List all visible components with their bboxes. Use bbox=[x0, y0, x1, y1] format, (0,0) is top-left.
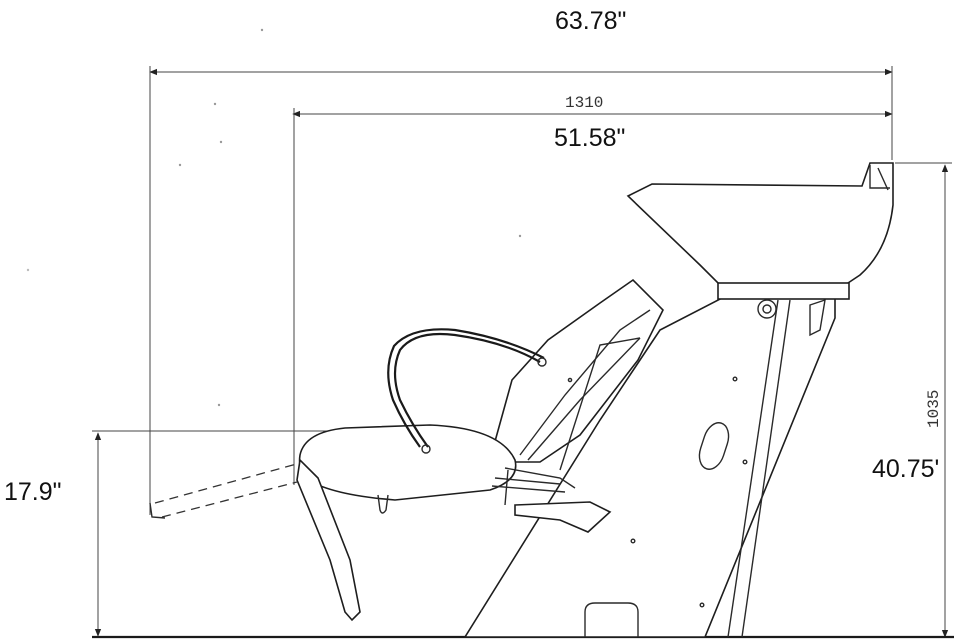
seat-hanger bbox=[377, 494, 389, 514]
seat-height-inches-label: 17.9" bbox=[4, 478, 62, 506]
base-foot-opening bbox=[584, 602, 639, 637]
bowl-pivot-knob bbox=[757, 299, 777, 319]
seat-support-bracket bbox=[504, 337, 641, 533]
height-dimension bbox=[895, 162, 952, 638]
overall-length-dimension bbox=[149, 66, 893, 515]
length-dimension bbox=[292, 66, 893, 485]
height-mm-label: 1035 bbox=[925, 390, 943, 428]
length-mm-label: 1310 bbox=[565, 94, 603, 112]
base-column bbox=[463, 297, 836, 638]
leg-rest-extended-dashed bbox=[149, 462, 301, 519]
base-oval-opening bbox=[698, 422, 730, 470]
footrest bbox=[296, 458, 361, 622]
height-inches-label: 40.75' bbox=[872, 455, 939, 483]
scan-specks bbox=[26, 28, 522, 407]
length-inches-label: 51.58" bbox=[554, 124, 625, 152]
overall-length-inches-label: 63.78" bbox=[555, 7, 626, 35]
wash-bowl bbox=[626, 162, 894, 319]
armrest bbox=[387, 328, 547, 454]
